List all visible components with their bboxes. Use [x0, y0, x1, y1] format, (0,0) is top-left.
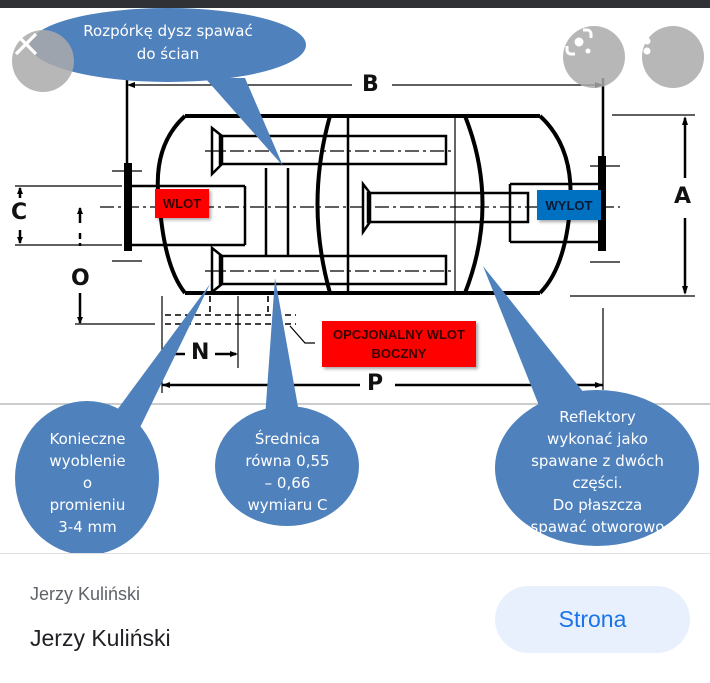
- dimension-a: [570, 114, 695, 297]
- visit-page-button[interactable]: Strona: [495, 586, 690, 653]
- dimension-c-o: [15, 185, 155, 325]
- close-icon: [14, 32, 38, 56]
- side-inlet-tag: OPCJONALNY WLOT BOCZNY: [322, 321, 476, 367]
- callout-shapes: [15, 8, 699, 553]
- google-lens-icon: [565, 28, 593, 56]
- callout-right-text: Reflektory wykonać jako spawane z dwóch …: [530, 408, 665, 536]
- close-button[interactable]: [12, 30, 74, 92]
- google-lens-button[interactable]: [563, 26, 625, 88]
- callout-middle-bubble: [215, 406, 359, 526]
- more-options-button[interactable]: [642, 26, 704, 88]
- image-source-panel: Jerzy Kuliński Jerzy Kuliński Strona: [0, 553, 710, 683]
- dimension-label-c: C: [11, 200, 28, 225]
- callout-top-bubble: [30, 8, 306, 82]
- inlet-tag: WLOT: [155, 189, 209, 218]
- callout-middle-text: Średnica równa 0,55 – 0,66 wymiaru C: [245, 430, 330, 514]
- callout-left-bubble: [15, 401, 159, 553]
- more-vert-icon: [643, 27, 651, 55]
- callout-right-bubble: [495, 390, 699, 546]
- dimension-label-n: N: [191, 340, 210, 365]
- dimension-label-a: A: [674, 184, 692, 209]
- dimension-label-p: P: [367, 371, 384, 396]
- status-bar: [0, 0, 710, 8]
- dimension-label-b: B: [362, 72, 379, 97]
- source-name[interactable]: Jerzy Kuliński: [30, 584, 141, 604]
- callout-left-text: Konieczne wyoblenie o promieniu 3-4 mm: [49, 430, 126, 536]
- internal-tubes: [100, 125, 620, 295]
- callout-top-text: Rozpórkę dysz spawać do ścian: [83, 22, 253, 63]
- image-viewer[interactable]: .k { stroke:#000; fill:none; } .th { str…: [0, 8, 710, 553]
- dimension-label-o: O: [71, 266, 90, 291]
- muffler-drawing: .k { stroke:#000; fill:none; } .th { str…: [0, 8, 710, 553]
- image-title[interactable]: Jerzy Kuliński: [30, 625, 171, 651]
- outlet-tag: WYLOT: [537, 190, 601, 220]
